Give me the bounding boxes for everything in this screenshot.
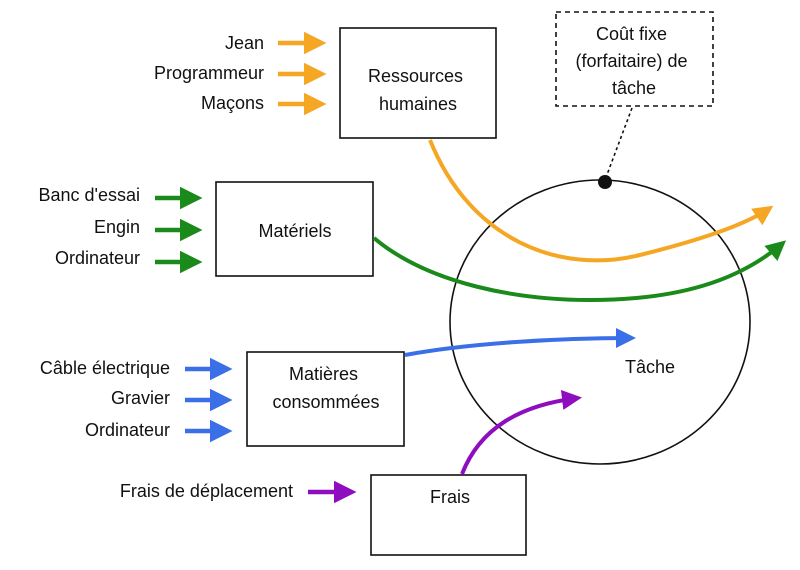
- input-label-ordinateur-matiere: Ordinateur: [85, 420, 170, 440]
- materials-flow-arrow: [372, 236, 787, 303]
- human-resources-flow-arrow: [428, 139, 774, 263]
- fixed-cost-line-1: Coût fixe: [596, 24, 667, 44]
- consumed-materials-box: [246, 351, 405, 447]
- input-label-frais-deplacement: Frais de déplacement: [120, 481, 293, 501]
- task-ellipse: [449, 179, 751, 465]
- consumed-materials-label: Matières consommées: [272, 364, 379, 412]
- costs-label: Frais: [430, 487, 470, 507]
- fixed-cost-connector: [604, 107, 633, 181]
- fixed-cost-dot: [598, 175, 612, 189]
- costs-flow-arrow: [460, 389, 582, 475]
- input-label-jean: Jean: [225, 33, 264, 53]
- fixed-cost-box: [555, 11, 714, 107]
- consumed-materials-line-1: Matières: [289, 364, 358, 384]
- consumed-materials-flow-arrow: [404, 328, 636, 357]
- fixed-cost-text: Coût fixe (forfaitaire) de tâche: [575, 24, 692, 98]
- input-label-banc: Banc d'essai: [39, 185, 141, 205]
- consumed-materials-line-2: consommées: [272, 392, 379, 412]
- fixed-cost-line-3: tâche: [612, 78, 656, 98]
- costs-box: [370, 474, 527, 556]
- input-label-ordinateur-materiel: Ordinateur: [55, 248, 140, 268]
- materials-box: [215, 181, 374, 277]
- human-resources-label: Ressources humaines: [368, 66, 468, 114]
- human-resources-box: [339, 27, 497, 139]
- human-resources-line-1: Ressources: [368, 66, 463, 86]
- input-label-engin: Engin: [94, 217, 140, 237]
- materials-label: Matériels: [258, 221, 331, 241]
- fixed-cost-line-2: (forfaitaire) de: [575, 51, 687, 71]
- human-resources-line-2: humaines: [379, 94, 457, 114]
- input-label-macons: Maçons: [201, 93, 264, 113]
- task-label: Tâche: [625, 357, 675, 377]
- input-label-cable: Câble électrique: [40, 358, 170, 378]
- input-label-gravier: Gravier: [111, 388, 170, 408]
- input-label-programmeur: Programmeur: [154, 63, 264, 83]
